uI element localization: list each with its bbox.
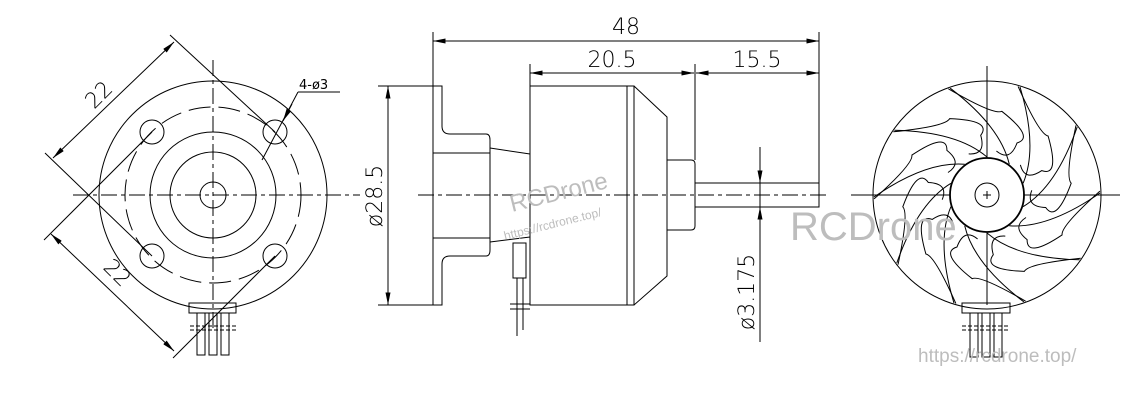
leader-line [261, 91, 299, 161]
extension-line [172, 255, 276, 359]
dim-mount-holes: 4-ø3 [299, 78, 328, 93]
dim-line-22-a [52, 41, 175, 159]
bolt-circle [124, 106, 302, 284]
center-mark [983, 191, 991, 199]
fan-blade [873, 118, 984, 198]
extension-line [43, 131, 153, 241]
wire-pins [962, 312, 1010, 358]
outer-circle [98, 80, 328, 310]
hub [199, 181, 227, 209]
fan-blade [950, 232, 1080, 302]
fan-blade [873, 141, 956, 264]
leader-arrow [282, 103, 293, 122]
mount-hole [262, 243, 288, 269]
extension-line [44, 152, 153, 257]
shaft-end [974, 182, 1000, 208]
shaft [694, 182, 820, 208]
dim-3-175: ø3.175 [735, 254, 760, 330]
bell-taper [633, 85, 668, 306]
outer-circle [872, 80, 1102, 310]
dim-22-a: 22 [81, 77, 118, 114]
dim-48: 48 [612, 15, 640, 40]
fan-blade [949, 86, 1054, 176]
wire-lead [510, 278, 530, 336]
rear-view [851, 66, 1120, 358]
fan-blade [920, 214, 1025, 304]
dim-22-b: 22 [98, 255, 135, 292]
extension-line [169, 34, 276, 133]
fan-blade [990, 192, 1101, 272]
watermark-brand-right: RCDrone [790, 205, 957, 249]
ring [149, 131, 277, 259]
mount-flange [432, 85, 491, 306]
dim-28-5: ø28.5 [363, 165, 388, 227]
side-view: 48 20.5 15.5 ø28.5 ø3.175 [363, 15, 830, 342]
mount-hole [262, 119, 288, 145]
fan-blades [873, 86, 1101, 304]
dim-line-22-b [50, 233, 175, 352]
motor-can [529, 85, 635, 306]
neck [489, 147, 531, 243]
fan-blade [897, 177, 955, 304]
dim-20-5: 20.5 [588, 48, 637, 73]
front-view: 22 22 4-ø3 [43, 34, 360, 359]
dim-15-5: 15.5 [733, 48, 782, 73]
wire [512, 242, 527, 279]
ring-inner [169, 151, 257, 239]
watermark-url-bottom: https://rcdrone.top/ [918, 346, 1077, 367]
fan-blade [1019, 86, 1077, 213]
fan-blade [1018, 126, 1101, 249]
fan-blade [894, 88, 1024, 158]
